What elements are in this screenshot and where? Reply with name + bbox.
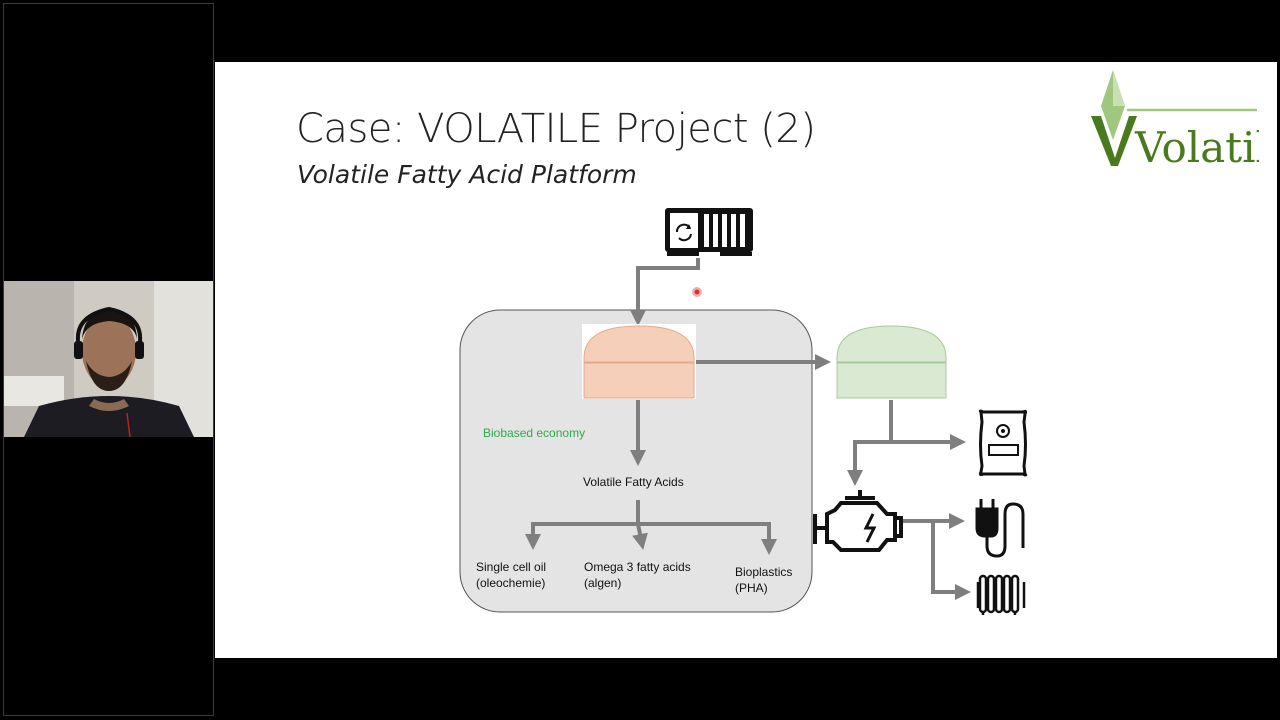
webcam-feed: [4, 281, 213, 437]
vfa-label: Volatile Fatty Acids: [583, 475, 684, 489]
volatile-logo-icon: Volatile: [1091, 70, 1259, 170]
digester-icon: [836, 325, 947, 399]
vfa-platform-diagram: [459, 208, 1028, 615]
product-label: Bioplastics (PHA): [735, 565, 793, 595]
waste-container-icon: [665, 208, 753, 256]
product-label: Single cell oil (oleochemie): [476, 560, 547, 590]
presenter-video-icon: [4, 281, 213, 437]
fertilizer-bag-icon: [978, 409, 1028, 477]
slide-title: Case: VOLATILE Project (2): [296, 106, 816, 152]
biobased-economy-label: Biobased economy: [483, 426, 586, 440]
slide-subtitle: Volatile Fatty Acid Platform: [297, 160, 637, 189]
fermenter-icon: [582, 324, 696, 399]
presentation-slide: Case: VOLATILE Project (2) Volatile Fatt…: [215, 62, 1277, 658]
radiator-icon: [976, 574, 1026, 615]
product-label: Omega 3 fatty acids (algen): [584, 560, 691, 590]
electric-plug-icon: [975, 499, 1025, 558]
arrows: [525, 258, 971, 600]
engine-icon: [813, 490, 903, 552]
laser-pointer: [692, 287, 702, 297]
svg-text:Volatile: Volatile: [1134, 123, 1259, 170]
